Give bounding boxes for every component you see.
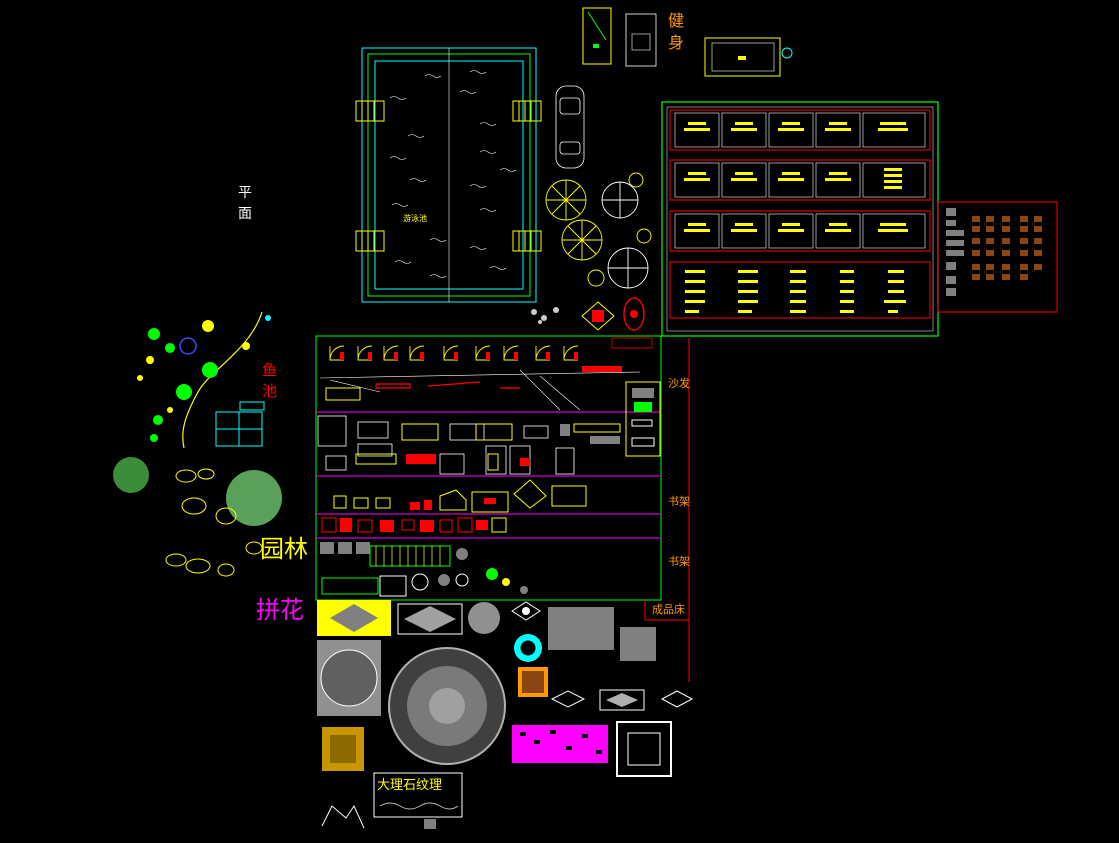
parquet-patterns[interactable] [317,600,694,829]
label-parquet: 拼花 [256,596,304,624]
fitness-equipment[interactable] [582,7,793,77]
label-pool: 游泳池 [403,214,427,223]
parasol-symbols[interactable] [545,172,652,289]
label-fish-pond: 鱼池 [262,361,278,400]
garden-plan[interactable] [113,311,282,577]
label-marble: 大理石纹理 [377,778,443,793]
swimming-pool-plan[interactable] [355,47,542,303]
label-garden: 园林 [260,535,308,563]
label-plan: 平面 [238,185,252,222]
label-bookcase-a: 书架 [668,495,690,508]
legend-panel[interactable] [661,101,939,337]
label-sofa: 沙发 [668,377,690,390]
material-swatch-panel[interactable] [937,201,1058,313]
label-bookcase-b: 书架 [668,555,690,568]
ornament-icons[interactable] [531,297,645,331]
furniture-library-block[interactable] [315,335,662,601]
label-finished-bed: 成品床 [652,603,685,616]
car-symbol[interactable] [555,85,585,169]
label-fitness: 健身 [668,11,685,52]
